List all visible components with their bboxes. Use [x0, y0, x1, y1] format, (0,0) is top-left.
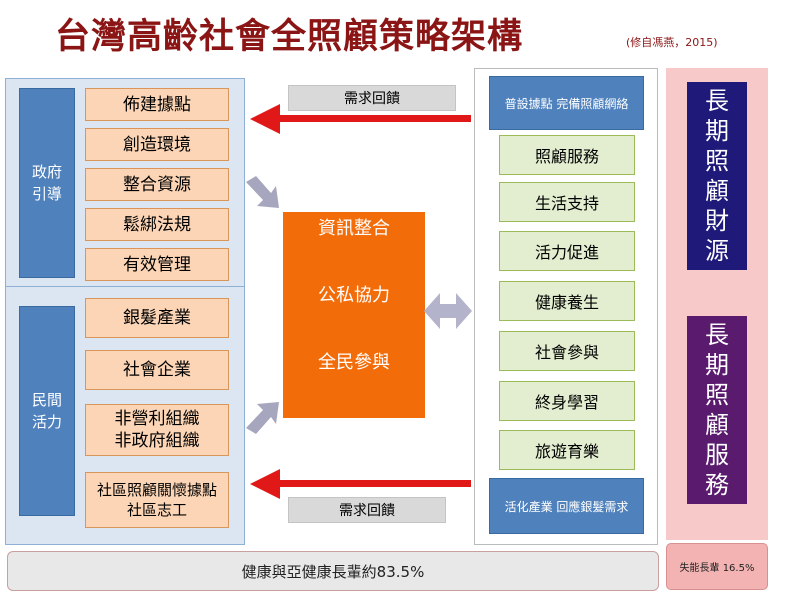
services-footer: 活化產業 回應銀髮需求 — [489, 478, 644, 534]
finance-char-2: 期 — [705, 117, 729, 145]
page-title: 台灣高齡社會全照顧策略架構 — [55, 17, 524, 57]
service-char-2: 期 — [705, 351, 729, 379]
feedback-label-bottom: 需求回饋 — [288, 497, 446, 523]
service-char-1: 長 — [705, 321, 729, 349]
center-strategy-box: 資訊整合 公私協力 全民參與 — [283, 212, 425, 418]
government-guidance-label: 政府 引導 — [19, 88, 75, 278]
service-item-3: 活力促進 — [499, 231, 635, 271]
grey-double-arrow-icon — [424, 293, 472, 329]
service-item-5: 社會參與 — [499, 331, 635, 371]
service-item-4: 健康養生 — [499, 281, 635, 321]
center-item-info-integration: 資訊整合 — [318, 218, 390, 239]
government-item-2: 創造環境 — [85, 128, 229, 161]
services-header: 普設據點 完備照顧網絡 — [489, 76, 644, 130]
center-item-all-people: 全民參與 — [318, 352, 390, 373]
service-char-6: 務 — [705, 471, 729, 499]
service-char-4: 顧 — [705, 411, 729, 439]
longterm-service-box: 長 期 照 顧 服 務 — [687, 316, 747, 504]
finance-char-1: 長 — [705, 87, 729, 115]
service-item-6: 終身學習 — [499, 381, 635, 421]
red-arrow-bottom-icon — [250, 469, 471, 499]
civil-vitality-label: 民間 活力 — [19, 306, 75, 516]
left-panel-divider — [5, 286, 245, 287]
civil-item-2: 社會企業 — [85, 350, 229, 390]
center-item-public-private: 公私協力 — [318, 285, 390, 306]
finance-char-4: 顧 — [705, 177, 729, 205]
government-item-1: 佈建據點 — [85, 88, 229, 121]
government-item-3: 整合資源 — [85, 168, 229, 201]
healthy-elders-bar: 健康與亞健康長輩約83.5% — [7, 551, 659, 591]
grey-arrow-down-right-icon — [246, 176, 279, 208]
service-item-1: 照顧服務 — [499, 135, 635, 175]
government-item-4: 鬆綁法規 — [85, 208, 229, 241]
longterm-finance-box: 長 期 照 顧 財 源 — [687, 82, 747, 270]
service-char-3: 照 — [705, 381, 729, 409]
title-citation: (修自馮燕，2015) — [626, 36, 718, 49]
service-item-2: 生活支持 — [499, 182, 635, 222]
grey-arrow-up-right-icon — [246, 402, 279, 434]
finance-char-6: 源 — [705, 237, 729, 265]
civil-item-4: 社區照顧關懷據點 社區志工 — [85, 472, 229, 528]
finance-char-3: 照 — [705, 147, 729, 175]
government-item-5: 有效管理 — [85, 248, 229, 281]
civil-item-1: 銀髮產業 — [85, 298, 229, 338]
civil-item-3: 非營利組織 非政府組織 — [85, 404, 229, 456]
feedback-label-top: 需求回饋 — [288, 85, 456, 111]
service-item-7: 旅遊育樂 — [499, 430, 635, 470]
red-arrow-top-icon — [250, 104, 471, 134]
finance-char-5: 財 — [705, 207, 729, 235]
disabled-elders-bar: 失能長輩 16.5% — [666, 543, 768, 590]
service-char-5: 服 — [705, 441, 729, 469]
